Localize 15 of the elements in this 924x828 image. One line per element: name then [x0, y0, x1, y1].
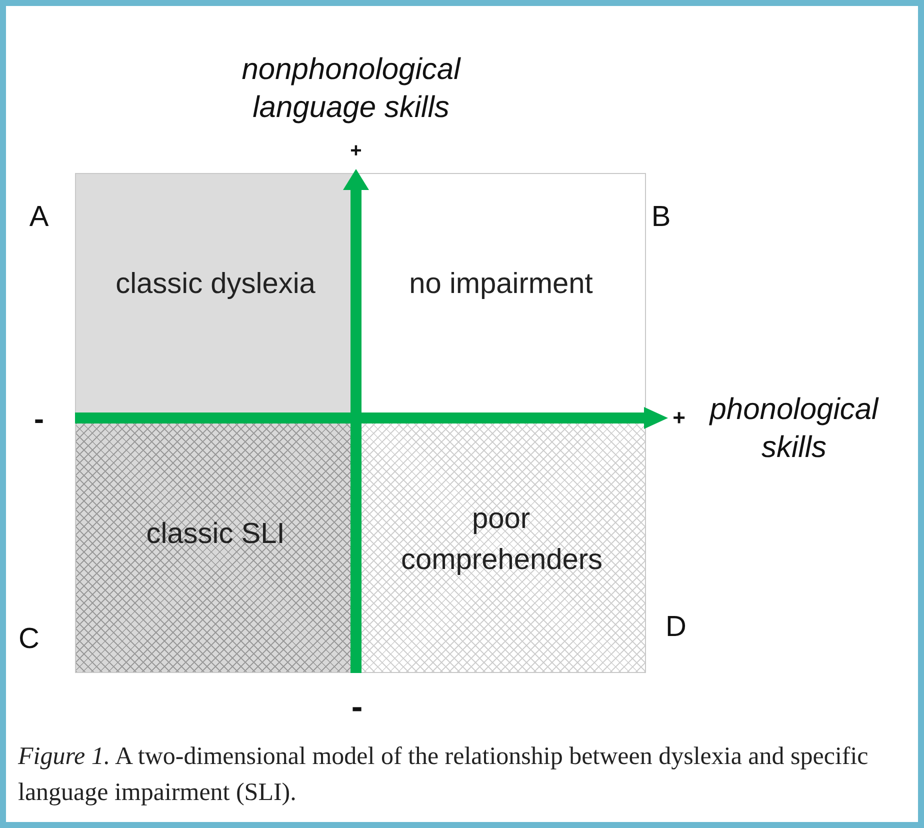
- axis-sign: +: [672, 404, 686, 432]
- axis-sign: +: [349, 139, 363, 164]
- quadrant-label: no impairment: [408, 267, 594, 302]
- axis-title: phonological skills: [708, 392, 880, 466]
- corner-letter: D: [664, 610, 688, 645]
- axis-title: nonphonological language skills: [240, 52, 462, 126]
- axis-sign: -: [350, 687, 364, 728]
- quadrant-label: classic dyslexia: [116, 267, 316, 302]
- figure-caption: Figure 1. A two-dimensional model of the relationship between dyslexia and specific language impairment (SLI).: [18, 742, 870, 808]
- corner-letter: A: [28, 200, 50, 235]
- quadrant-label: classic SLI: [145, 517, 286, 552]
- quadrant-label: poor comprehenders: [401, 502, 601, 578]
- corner-letter: B: [650, 200, 672, 235]
- axis-sign: -: [33, 402, 45, 438]
- corner-letter: C: [18, 622, 40, 657]
